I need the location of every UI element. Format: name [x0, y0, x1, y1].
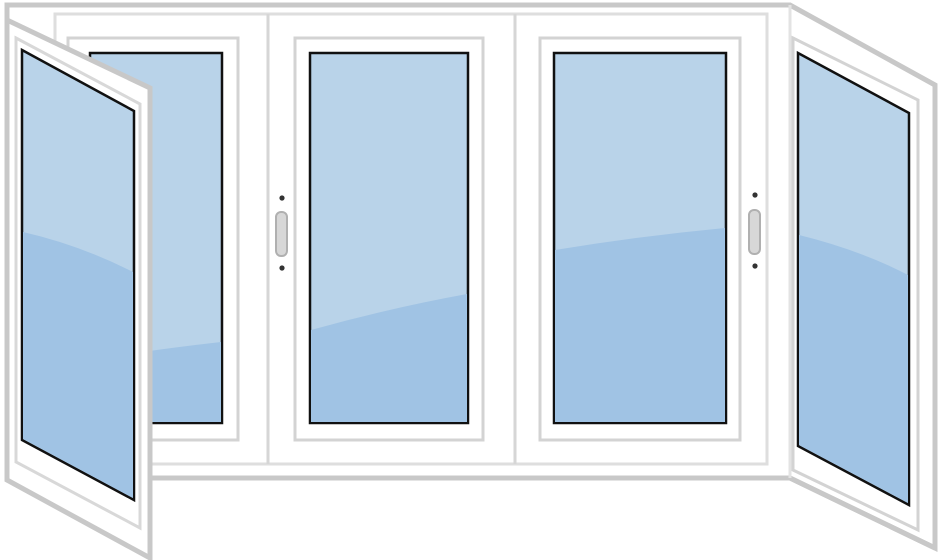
center-left-sash [275, 36, 485, 442]
center-right-glass-shade [555, 228, 725, 422]
sash-handle-right[interactable] [748, 209, 761, 255]
center-right-sash [538, 36, 761, 442]
left-opened-sash[interactable] [4, 16, 153, 560]
frame-bottom-right-edge [788, 475, 937, 551]
right-side-pane [791, 35, 920, 533]
center-left-glass-shade [311, 294, 467, 422]
handle-right-dot-top [752, 192, 758, 198]
left-opened-glass-shade [23, 232, 133, 498]
right-side-glass-shade [799, 235, 908, 503]
handle-right-dot-bottom [752, 263, 758, 269]
sash-handle-left[interactable] [275, 211, 288, 257]
handle-left-dot-top [279, 195, 285, 201]
handle-left-dot-bottom [279, 265, 285, 271]
